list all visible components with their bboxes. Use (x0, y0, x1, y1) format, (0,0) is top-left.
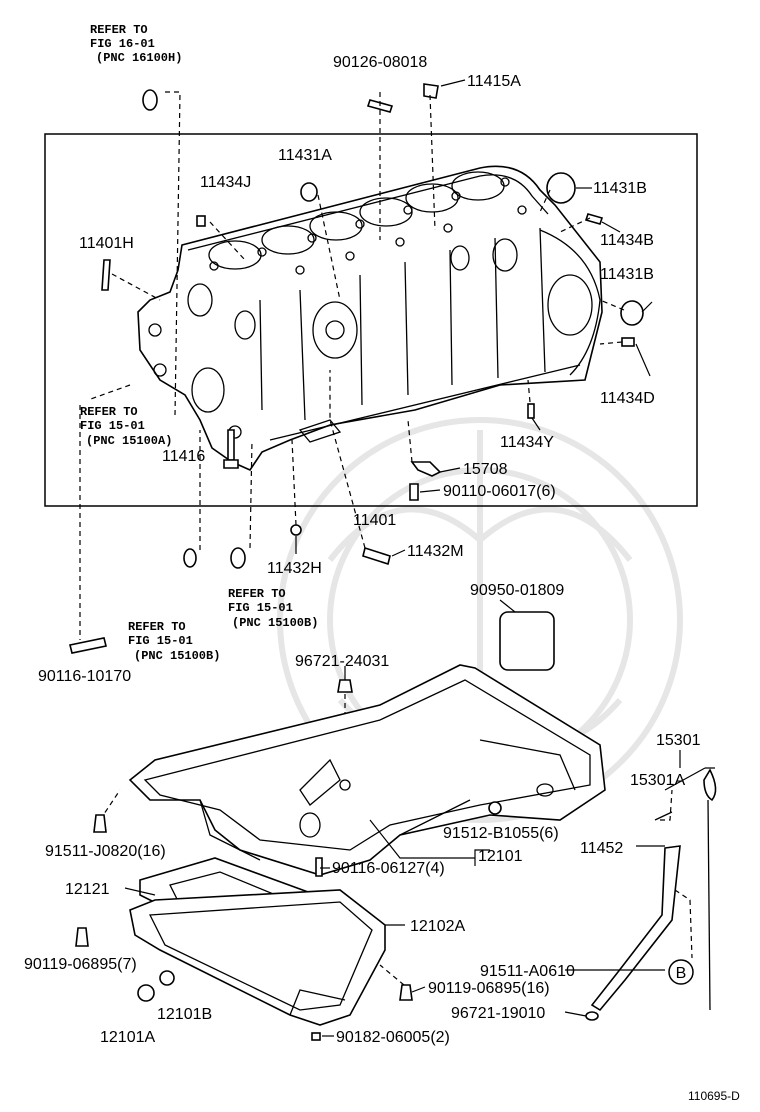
refer-note-fig1501b-left: REFER TO FIG 15-01 (PNC 15100B) (128, 620, 220, 663)
label-91511-j0820: 91511-J0820(16) (45, 843, 166, 860)
label-11434b: 11434B (600, 232, 654, 249)
stud-90116-06127 (315, 857, 323, 877)
label-96721-24031: 96721-24031 (295, 653, 389, 670)
label-91512-b1055: 91512-B1055(6) (443, 825, 559, 842)
oil-seal-left (183, 548, 197, 568)
leader-lines (124, 79, 715, 1037)
refer-note-fig1501a: REFER TO FIG 15-01 (PNC 15100A) (80, 405, 172, 448)
label-11416: 11416 (162, 448, 205, 465)
label-90116-10170: 90116-10170 (38, 668, 131, 685)
label-11431a: 11431A (278, 147, 332, 164)
bolt-90119-7 (75, 927, 89, 947)
bolt-11416 (227, 429, 235, 461)
label-11434j: 11434J (200, 174, 251, 191)
label-12121: 12121 (65, 881, 110, 898)
label-11431b-mid: 11431B (600, 266, 654, 283)
refer-note-fig1601: REFER TO FIG 16-01 (PNC 16100H) (90, 23, 182, 65)
cylinder-block-drawing (137, 165, 603, 472)
refer-line: (PNC 15100B) (134, 649, 220, 663)
pin-11434d (621, 337, 635, 347)
label-11415a: 11415A (467, 73, 521, 90)
refer-line: FIG 15-01 (80, 419, 145, 433)
block-small-parts (69, 83, 644, 671)
oil-pan-lower-12102a (129, 889, 386, 1026)
refer-line: FIG 15-01 (228, 601, 293, 615)
pin-11434b (584, 213, 604, 225)
label-11434d: 11434D (600, 390, 655, 407)
refer-note-fig1501b-right: REFER TO FIG 15-01 (PNC 15100B) (228, 587, 318, 630)
plug-11432h (290, 524, 302, 536)
plug-11431b-mid (620, 300, 644, 326)
label-90110-06017: 90110-06017(6) (443, 483, 556, 500)
label-11434y: 11434Y (500, 434, 554, 451)
bolt-90119-16 (399, 984, 413, 1001)
nozzle-15708 (410, 461, 442, 477)
label-11432m: 11432M (407, 543, 464, 560)
part-labels: 90126-08018 11415A 11431A 11434J 11431B … (24, 54, 740, 1103)
label-11452: 11452 (580, 840, 623, 857)
label-11431b-top: 11431B (593, 180, 647, 197)
pin-11434j (196, 215, 206, 227)
refer-line: FIG 15-01 (128, 634, 193, 648)
refer-line: (PNC 15100A) (86, 434, 172, 448)
gasket-12101b (159, 970, 175, 986)
pin-11434y (527, 403, 535, 419)
label-11401h: 11401H (79, 235, 134, 252)
refer-line: (PNC 15100B) (232, 616, 318, 630)
refer-line: (PNC 16100H) (96, 51, 182, 65)
cylinder-block-frame (44, 133, 698, 507)
label-91511-a0610: 91511-A0610 (480, 963, 575, 980)
label-90182-06005: 90182-06005(2) (336, 1029, 450, 1046)
drain-plug-90182 (311, 1032, 321, 1041)
oil-seal-right (230, 547, 246, 569)
label-90119-06895-7: 90119-06895(7) (24, 956, 137, 973)
refer-line: REFER TO (90, 23, 148, 37)
callout-b-circle (668, 959, 694, 985)
bolt-91511-j0820 (93, 814, 107, 833)
label-12101: 12101 (478, 848, 523, 865)
label-90126-08018: 90126-08018 (333, 54, 427, 71)
label-96721-19010: 96721-19010 (451, 1005, 545, 1022)
ring-96721-19010 (585, 1011, 599, 1021)
label-12101a: 12101A (100, 1029, 155, 1046)
plug-11431a (300, 182, 318, 202)
label-90950-01809: 90950-01809 (470, 582, 564, 599)
bolt-90110 (409, 483, 419, 501)
label-90116-06127: 90116-06127(4) (332, 860, 445, 877)
plug-96721-24031 (337, 679, 353, 693)
plug-12101a (137, 984, 155, 1002)
oil-pan-upper (128, 664, 606, 876)
seal-packing-90950 (499, 611, 555, 671)
refer-line: REFER TO (80, 405, 138, 419)
oil-pan-small-parts (75, 679, 599, 1041)
plug-11415a (423, 83, 439, 99)
label-12101b: 12101B (157, 1006, 212, 1023)
refer-line: FIG 16-01 (90, 37, 155, 51)
label-15708: 15708 (463, 461, 508, 478)
oil-level-gauge (590, 768, 717, 1012)
stud-90116-10170 (69, 637, 107, 654)
oil-seal-ring (142, 89, 158, 111)
refer-line: REFER TO (128, 620, 186, 634)
figure-id: 110695-D (688, 1089, 740, 1103)
label-11401: 11401 (353, 512, 396, 529)
pin-11401h (101, 259, 111, 291)
label-11432h: 11432H (267, 560, 322, 577)
refer-line: REFER TO (228, 587, 286, 601)
label-12102a: 12102A (410, 918, 465, 935)
bolt-91512 (488, 801, 502, 815)
plug-11431b-top (546, 172, 576, 204)
label-15301: 15301 (656, 732, 701, 749)
label-15301a: 15301A (630, 772, 685, 789)
label-90119-06895-16: 90119-06895(16) (428, 980, 550, 997)
callout-b-label: B (676, 965, 687, 982)
switch-11432m (362, 546, 391, 566)
